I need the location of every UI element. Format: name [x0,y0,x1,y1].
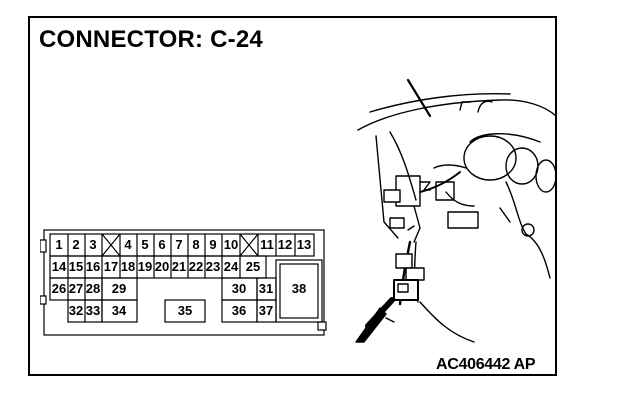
dashboard-outline [357,99,557,131]
pin-36: 36 [231,303,247,318]
pin-13: 13 [296,237,312,252]
pin-22: 22 [188,259,204,274]
pin-25: 25 [245,259,261,274]
pin-18: 18 [120,259,136,274]
pin-26: 26 [51,281,67,296]
pin-28: 28 [85,281,101,296]
pin-19: 19 [137,259,153,274]
pin-30: 30 [231,281,247,296]
pin-38: 38 [291,281,307,296]
pin-16: 16 [85,259,101,274]
connector-latch-mid-left [39,295,47,305]
pin-20: 20 [154,259,170,274]
large-terminal-frame [275,259,323,323]
pin-3: 3 [89,237,97,252]
connector-c24-location [393,279,419,301]
pin-4: 4 [124,237,132,252]
connector-latch-top-left [39,239,47,253]
pin-29: 29 [111,281,127,296]
connector-outline [39,229,327,336]
diagram-frame: CONNECTOR: C-24 [28,16,557,376]
pin-37: 37 [258,303,274,318]
pin-15: 15 [68,259,84,274]
vehicle-harness-illustration [355,78,557,343]
pin-35: 35 [177,303,193,318]
pin-12: 12 [277,237,293,252]
pin-11: 11 [260,237,274,252]
pin-27: 27 [68,281,84,296]
pin-34: 34 [111,303,127,318]
reference-code: AC406442 AP [436,356,536,373]
pin-17: 17 [103,259,119,274]
pin-9: 9 [209,237,217,252]
pin-7: 7 [175,237,183,252]
pin-1: 1 [55,237,63,252]
pin-8: 8 [192,237,200,252]
pin-32: 32 [68,303,84,318]
pin-14: 14 [51,259,67,274]
pin-33: 33 [85,303,101,318]
pin-31: 31 [258,281,274,296]
pin-10: 10 [223,237,239,252]
pin-5: 5 [141,237,149,252]
pin-21: 21 [171,259,187,274]
pin-23: 23 [205,259,221,274]
connector-body [43,229,325,336]
pin-24: 24 [223,259,239,274]
pin-6: 6 [158,237,166,252]
connector-title: CONNECTOR: C-24 [39,26,263,53]
row2-frame [49,255,267,279]
pin-2: 2 [72,237,80,252]
